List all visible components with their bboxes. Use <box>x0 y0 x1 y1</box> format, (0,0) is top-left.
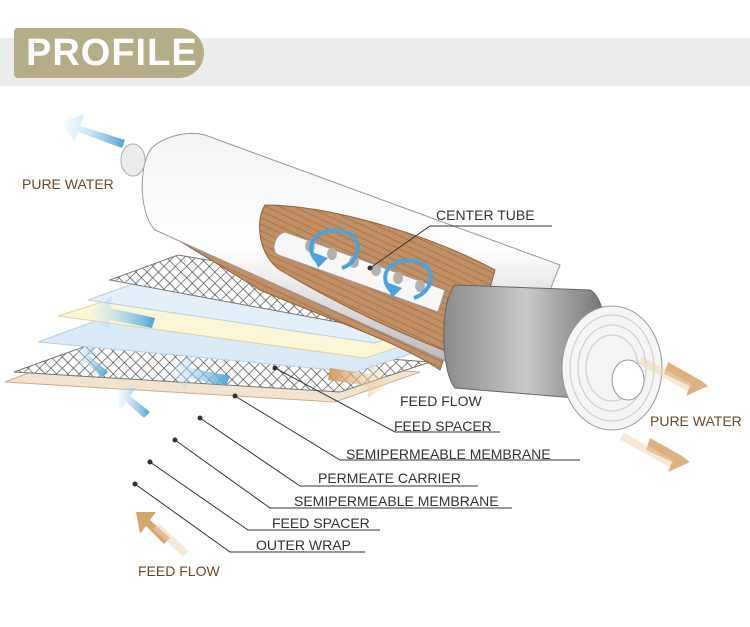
pure-water-arrow-right-top-icon <box>638 356 708 396</box>
label-outer-wrap: OUTER WRAP <box>256 537 351 553</box>
pure-water-arrow-sheet-1-icon <box>90 296 155 330</box>
feed-flow-arrow-bottom-icon <box>136 512 189 557</box>
label-feed-spacer-top: FEED SPACER <box>394 418 492 434</box>
swirl-arrow-left-icon <box>309 228 360 270</box>
pure-water-arrow-right-bottom-icon <box>620 432 690 472</box>
title-tab <box>14 28 204 78</box>
end-cap-center-tube <box>611 359 645 401</box>
label-center-tube: CENTER TUBE <box>436 207 535 223</box>
label-semipermeable-membrane-bottom: SEMIPERMEABLE MEMBRANE <box>294 493 499 509</box>
pure-water-arrow-sheet-2-icon <box>168 356 230 390</box>
label-permeate-carrier: PERMEATE CARRIER <box>318 470 461 486</box>
pure-water-arrow-sheet-3-icon <box>76 348 108 378</box>
leader-dots <box>132 265 373 487</box>
label-pure-water-left: PURE WATER <box>22 176 114 192</box>
center-tube <box>273 231 446 313</box>
pure-water-arrow-top-left-icon <box>62 114 125 148</box>
swirl-arrow-right-icon <box>383 258 433 300</box>
page-title: PROFILE <box>26 32 198 74</box>
label-semipermeable-membrane-top: SEMIPERMEABLE MEMBRANE <box>346 446 551 462</box>
label-feed-spacer-bottom: FEED SPACER <box>272 515 370 531</box>
feed-flow-arrow-right-icon <box>328 362 392 398</box>
label-pure-water-right: PURE WATER <box>650 413 742 429</box>
leader-lines <box>134 225 580 553</box>
label-feed-flow-bottom: FEED FLOW <box>138 563 220 579</box>
pure-water-arrow-sheet-4-icon <box>116 388 150 418</box>
permeate-outlet-tube <box>120 143 146 177</box>
label-feed-flow-right: FEED FLOW <box>400 393 482 409</box>
